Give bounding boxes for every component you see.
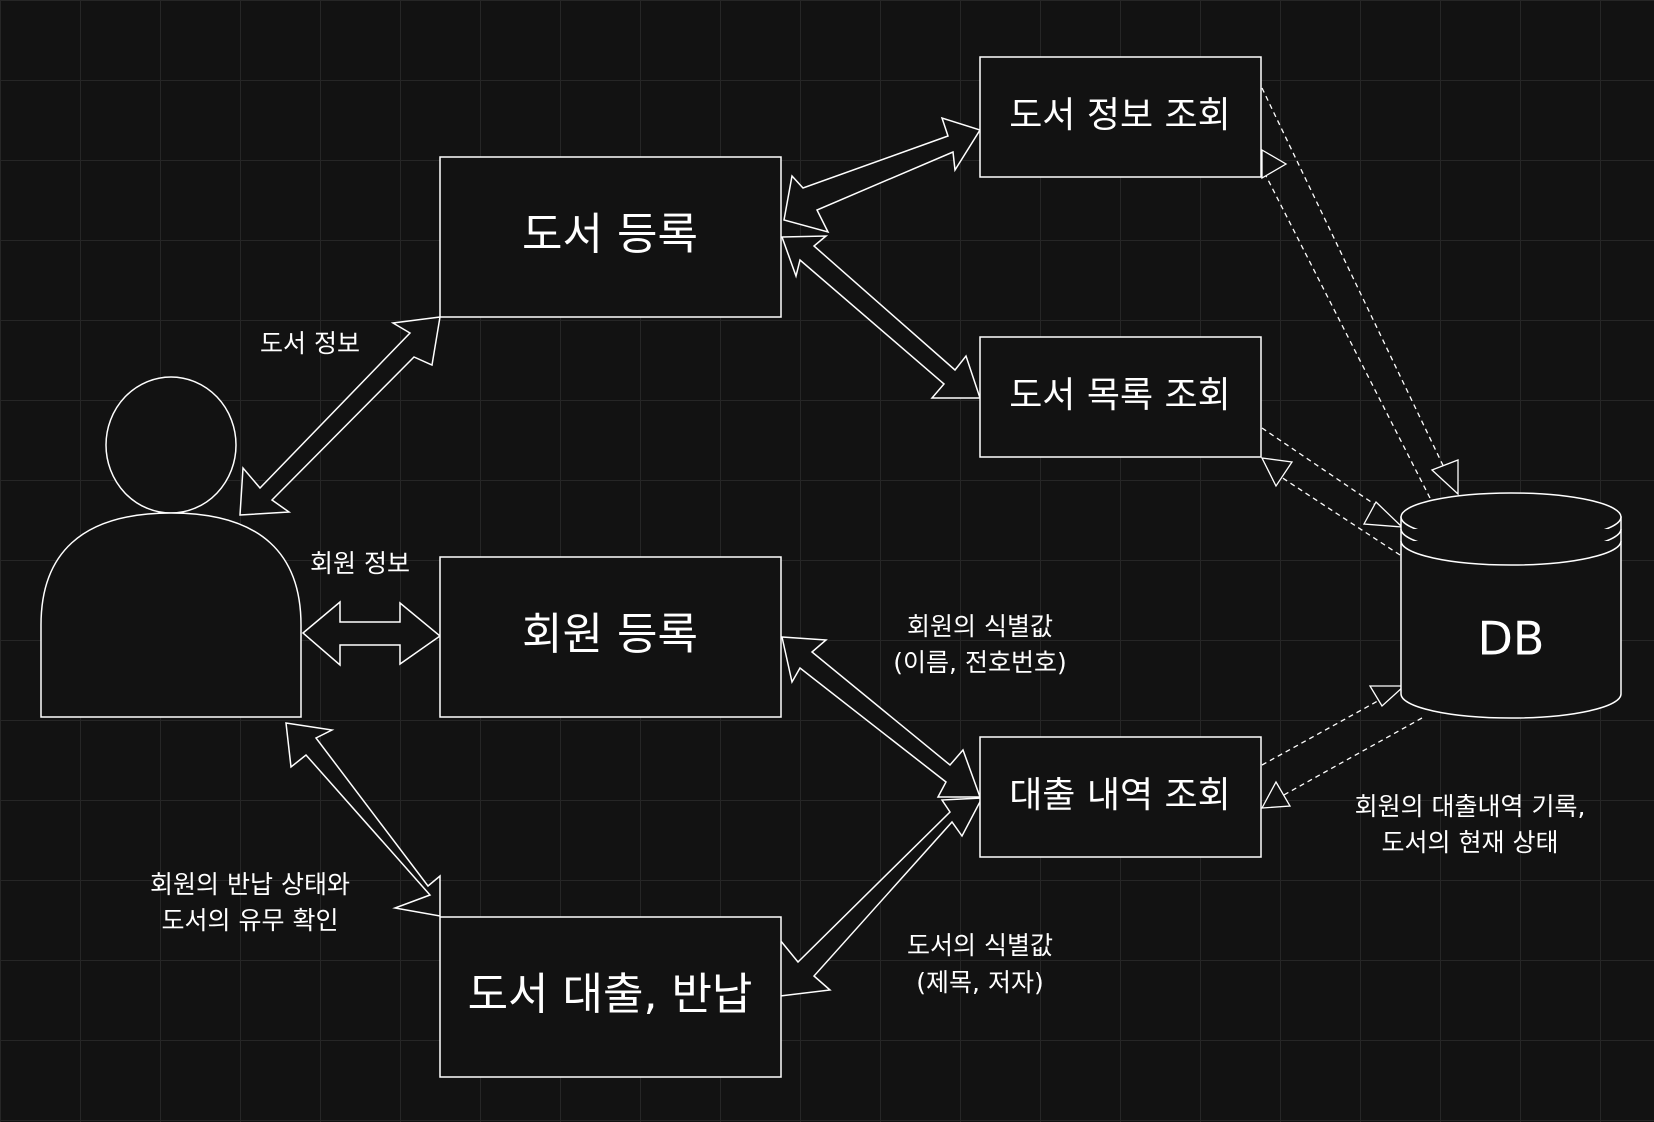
edge-label-loan-record-line1: 회원의 대출내역 기록, (1355, 792, 1586, 821)
user-actor-icon (40, 376, 302, 718)
node-loan-history-query[interactable]: 대출 내역 조회 (979, 736, 1262, 858)
edge-label-book-id-line2: (제목, 저자) (916, 968, 1043, 997)
node-database-label: DB (1478, 612, 1545, 666)
arrow-book-register-info-query (783, 116, 982, 234)
edge-label-return-check-line2: 도서의 유무 확인 (162, 906, 339, 935)
dash-list-query-to-db (1261, 427, 1381, 509)
dash-loan-history-to-db (1261, 696, 1386, 766)
node-loan-history-query-label: 대출 내역 조회 (1009, 775, 1231, 816)
node-book-loan-return-label: 도서 대출, 반납 (468, 969, 753, 1020)
edge-label-book-info: 도서 정보 (260, 329, 360, 358)
node-member-register[interactable]: 회원 등록 (439, 556, 782, 718)
node-database[interactable]: DB (1400, 492, 1622, 719)
dash-head-info-query (1261, 148, 1288, 180)
database-icon (1400, 516, 1622, 719)
edge-label-loan-record-line2: 도서의 현재 상태 (1382, 828, 1559, 857)
node-book-list-query[interactable]: 도서 목록 조회 (979, 336, 1262, 458)
node-book-list-query-label: 도서 목록 조회 (1009, 375, 1231, 416)
dash-head-loan-history (1260, 780, 1292, 809)
node-member-register-label: 회원 등록 (522, 609, 698, 660)
node-book-info-query[interactable]: 도서 정보 조회 (979, 56, 1262, 178)
node-book-register-label: 도서 등록 (522, 209, 698, 260)
arrow-book-register-list-query (780, 235, 982, 399)
edge-label-book-id-line1: 도서의 식별값 (907, 931, 1053, 960)
arrow-loan-return-loan-history (779, 797, 984, 997)
dash-db-to-info-query (1261, 167, 1431, 499)
node-book-register[interactable]: 도서 등록 (439, 156, 782, 318)
node-book-loan-return[interactable]: 도서 대출, 반납 (439, 916, 782, 1078)
user-head-icon (105, 376, 237, 514)
edge-label-return-check-line1: 회원의 반납 상태와 (150, 870, 350, 899)
dash-head-list-query (1260, 457, 1294, 488)
edge-label-member-id-line1: 회원의 식별값 (907, 612, 1053, 641)
edge-label-member-id-line2: (이름, 전호번호) (893, 648, 1066, 677)
dash-db-to-loan-history (1281, 717, 1423, 797)
dash-db-to-list-query (1277, 474, 1401, 556)
arrow-user-member-register (301, 600, 442, 667)
edge-label-member-info: 회원 정보 (310, 549, 410, 578)
arrow-user-loan-return (285, 722, 441, 917)
node-book-info-query-label: 도서 정보 조회 (1009, 95, 1231, 136)
dash-head-db-top-2 (1362, 500, 1404, 528)
dash-info-query-to-db (1261, 87, 1451, 481)
user-body-icon (40, 512, 302, 718)
dashed-links (1260, 87, 1459, 809)
dash-head-db-bottom (1368, 685, 1406, 708)
dash-head-db-top-1 (1430, 459, 1459, 496)
